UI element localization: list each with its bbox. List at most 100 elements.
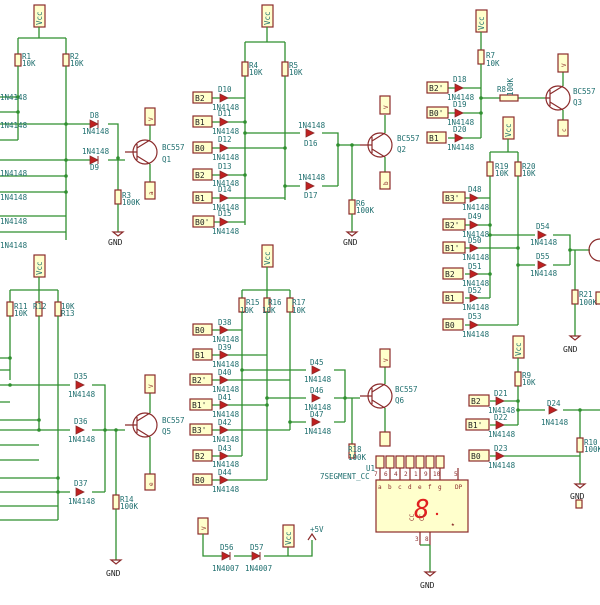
d16-ref: D16 [304, 139, 318, 148]
d48-diode [469, 193, 479, 203]
pin-flag-e [415, 455, 425, 469]
r14-value: 100K [120, 502, 139, 511]
port-b1p-q7 [465, 418, 490, 431]
r7-ref: R7 [486, 51, 495, 60]
d19-diode [454, 108, 464, 118]
vcc-label-5: Vcc [35, 261, 44, 275]
d37-diode [75, 487, 85, 497]
d13-ref: D13 [218, 162, 232, 171]
d16-value: 1N4148 [298, 121, 326, 130]
vcc-flag-power [282, 524, 295, 548]
r10-resistor [576, 437, 584, 453]
r21-ref: R21 [579, 290, 593, 299]
d56-diode [221, 551, 231, 561]
q5-ref: Q5 [162, 427, 171, 436]
port-e-flag [144, 473, 156, 491]
d47-ref: D47 [310, 410, 324, 419]
d21-diode [495, 396, 505, 406]
d15-value: 1N4148 [212, 227, 240, 236]
port-b3p-q4-label: B3' [445, 194, 459, 203]
pin-num-f: 9 [424, 471, 428, 478]
port-b1-q2 [192, 115, 213, 128]
d15-ref: D15 [218, 209, 232, 218]
d22-diode [495, 420, 505, 430]
q3-section: Vcc R7 10K B2' B0' B1 D18 1N4148 D19 1N4… [426, 9, 596, 152]
q5-section: Vcc R11 10K R12 10K R13 D35 1N4148 D36 1… [0, 254, 185, 578]
d45-ref: D45 [310, 358, 324, 367]
r6-ref: R6 [356, 199, 366, 208]
q2-ref: Q2 [397, 145, 406, 154]
d44-value: 1N4148 [212, 485, 240, 494]
d16-diode [305, 128, 315, 138]
r5-resistor [281, 61, 289, 77]
d36-value: 1N4148 [68, 435, 96, 444]
d42-diode [219, 425, 229, 435]
r18-resistor [348, 443, 356, 459]
pin-num-c: 4 [394, 471, 398, 478]
d47-value: 1N4148 [304, 427, 332, 436]
d40-value: 1N4148 [212, 385, 240, 394]
r4-ref: R4 [249, 61, 259, 70]
vcc-label-7: Vcc [514, 342, 523, 356]
d41-diode [219, 400, 229, 410]
r7-resistor [477, 49, 485, 65]
display-top-pins [375, 455, 445, 469]
port-b0-q6b [192, 473, 213, 486]
port-b2-q6-label: B2 [195, 452, 205, 461]
v-flag-q1 [144, 107, 156, 126]
seg-dp-label: DP [455, 484, 463, 491]
port-b0-q4 [442, 318, 464, 331]
v-label-q1: V [148, 117, 155, 121]
r10-ref: R10 [584, 438, 598, 447]
d19-value: 1N4148 [447, 118, 475, 127]
port-b0-q2 [192, 141, 213, 154]
r3-ref: R3 [122, 191, 131, 200]
q6-ref: Q6 [395, 396, 405, 405]
pin-flag-c [395, 455, 405, 469]
d9-ref: D9 [90, 163, 99, 172]
r13-value: 10K [61, 302, 75, 311]
port-b1-q2b-label: B1 [195, 194, 205, 203]
gnd-label-1: GND [108, 238, 123, 247]
d50-value: 1N4148 [462, 253, 490, 262]
port-b2-q4-label: B2 [445, 270, 455, 279]
d54-value: 1N4148 [530, 238, 558, 247]
port-b0-q6-label: B0 [195, 326, 205, 335]
q6-type: BC557 [395, 385, 418, 394]
d18-ref: D18 [453, 75, 467, 84]
d21-value: 1N4148 [488, 406, 516, 415]
d51-ref: D51 [468, 262, 482, 271]
port-b1-q4-label: B1 [445, 294, 455, 303]
vcc-label-4: Vcc [504, 123, 513, 137]
port-c-label: c [561, 128, 568, 132]
d23-value: 1N4148 [488, 461, 516, 470]
d22-value: 1N4148 [488, 430, 516, 439]
r2-value: 10K [70, 59, 84, 68]
d39-ref: D39 [218, 343, 232, 352]
port-b0p-q2-label: B0' [195, 218, 209, 227]
d13-value: 1N4148 [212, 179, 240, 188]
d11-diode [219, 117, 229, 127]
d10-ref: D10 [218, 85, 232, 94]
d36-diode [75, 425, 85, 435]
port-b1-q4 [442, 291, 464, 304]
d48-ref: D48 [468, 185, 482, 194]
q7-section: Vcc R9 10K B2 B1' B0 D21 1N4148 D22 1N41… [465, 335, 600, 509]
d17-ref: D17 [304, 191, 318, 200]
d18-diode [454, 83, 464, 93]
d56-ref: D56 [220, 543, 234, 552]
r8-value: 100K [506, 77, 515, 96]
q6-section: Vcc R15 10K R16 10K R17 10K B0 B1 B2' B1… [189, 244, 418, 494]
port-b0-q7 [468, 449, 490, 462]
d37-value: 1N4148 [68, 497, 96, 506]
r18-value: 100K [348, 453, 367, 462]
port-b1-q6 [192, 348, 213, 361]
d40-ref: D40 [218, 368, 232, 377]
r14-ref: R14 [120, 495, 134, 504]
d20-ref: D20 [453, 125, 467, 134]
display-digit: 8 [414, 495, 430, 525]
r5-ref: R5 [289, 61, 298, 70]
port-b2p-q6 [189, 373, 213, 386]
d51-value: 1N4148 [462, 279, 490, 288]
d23-diode [495, 451, 505, 461]
